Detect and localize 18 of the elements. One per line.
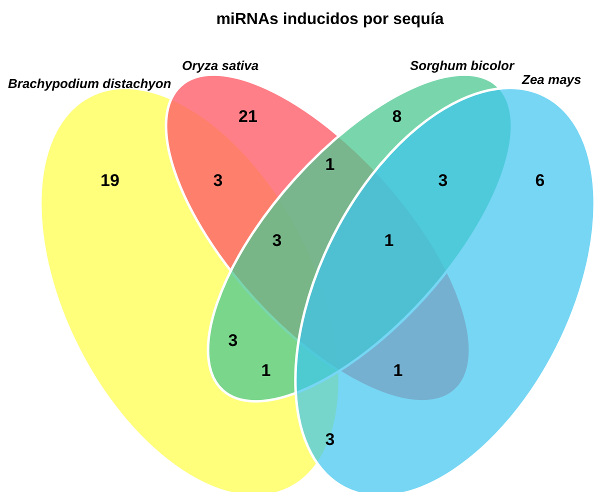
set-label: Brachypodium distachyon <box>8 76 172 91</box>
region-count: 3 <box>213 171 223 190</box>
region-count: 3 <box>325 430 335 449</box>
region-count: 3 <box>438 171 448 190</box>
set-label: Oryza sativa <box>182 58 259 73</box>
set-label: Sorghum bicolor <box>410 58 514 73</box>
chart-title: miRNAs inducidos por sequía <box>216 11 444 28</box>
region-count: 1 <box>325 155 335 174</box>
region-count: 21 <box>238 107 258 126</box>
region-count: 1 <box>393 361 403 380</box>
set-label: Zea mays <box>522 72 582 87</box>
region-count: 1 <box>384 231 394 250</box>
region-count: 3 <box>228 331 238 350</box>
region-count: 1 <box>261 361 271 380</box>
region-count: 8 <box>392 107 402 126</box>
region-count: 19 <box>100 171 120 190</box>
region-count: 6 <box>535 171 545 190</box>
region-count: 3 <box>272 231 282 250</box>
